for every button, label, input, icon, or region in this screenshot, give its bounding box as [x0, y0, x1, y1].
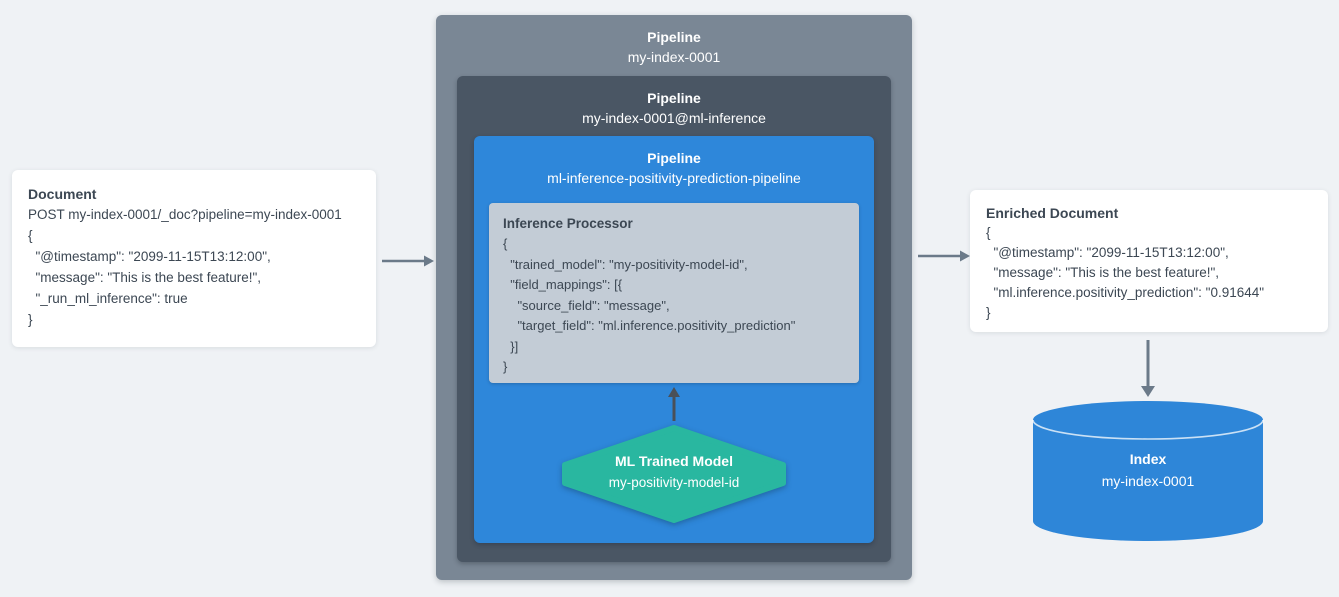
inference-processor-box: Inference Processor { "trained_model": "… — [489, 203, 859, 383]
pipeline-ml-name: ml-inference-positivity-prediction-pipel… — [547, 170, 801, 186]
pipeline-outer-header: Pipeline my-index-0001 — [436, 27, 912, 67]
arrow-right-icon — [382, 255, 434, 267]
ml-trained-model-label: ML Trained Model my-positivity-model-id — [562, 451, 786, 493]
processor-code-line: { — [503, 236, 508, 251]
pipeline-inner-box: Pipeline my-index-0001@ml-inference Pipe… — [457, 76, 891, 562]
hexagon-shape — [562, 425, 786, 523]
arrow-up-icon — [668, 387, 680, 421]
document-code-line: { — [28, 228, 33, 243]
enriched-code-line: "@timestamp": "2099-11-15T13:12:00", — [986, 245, 1229, 260]
document-card: Document POST my-index-0001/_doc?pipelin… — [12, 170, 376, 347]
processor-code-line: "field_mappings": [{ — [503, 277, 623, 292]
document-code-line: POST my-index-0001/_doc?pipeline=my-inde… — [28, 207, 342, 222]
index-node — [1032, 400, 1264, 542]
arrow-down-icon — [1141, 340, 1155, 397]
enriched-code-line: { — [986, 225, 991, 240]
index-name: my-index-0001 — [1101, 473, 1195, 489]
ml-trained-model-title: ML Trained Model — [615, 453, 733, 469]
pipeline-outer-name: my-index-0001 — [627, 49, 721, 65]
index-title: Index — [1129, 451, 1167, 467]
inference-processor-title: Inference Processor — [503, 216, 633, 231]
pipeline-inner-header: Pipeline my-index-0001@ml-inference — [457, 88, 891, 128]
ml-trained-model-node: ML Trained Model my-positivity-model-id — [562, 425, 786, 523]
document-code-line: "@timestamp": "2099-11-15T13:12:00", — [28, 249, 271, 264]
index-label: Index my-index-0001 — [1032, 448, 1264, 492]
enriched-document-title: Enriched Document — [986, 205, 1119, 221]
enriched-document-card: Enriched Document { "@timestamp": "2099-… — [970, 190, 1328, 332]
enriched-code-line: "message": "This is the best feature!", — [986, 265, 1220, 280]
document-code-line: } — [28, 312, 33, 327]
processor-code-line: }] — [503, 338, 519, 354]
pipeline-ml-box: Pipeline ml-inference-positivity-predict… — [474, 136, 874, 543]
processor-code-line: "target_field": "ml.inference.positivity… — [503, 318, 796, 333]
pipeline-inner-name: my-index-0001@ml-inference — [582, 110, 766, 126]
pipeline-outer-box: Pipeline my-index-0001 Pipeline my-index… — [436, 15, 912, 580]
pipeline-ml-header: Pipeline ml-inference-positivity-predict… — [474, 148, 874, 188]
processor-code-line: } — [503, 359, 508, 374]
ml-trained-model-name: my-positivity-model-id — [608, 475, 740, 490]
processor-code-line: "trained_model": "my-positivity-model-id… — [503, 256, 748, 272]
document-card-title: Document — [28, 186, 97, 202]
database-cylinder-icon — [1032, 401, 1264, 541]
pipeline-ml-title: Pipeline — [647, 150, 701, 166]
pipeline-inner-title: Pipeline — [647, 90, 701, 106]
processor-code-line: "source_field": "message", — [503, 297, 670, 313]
arrow-right-icon — [918, 250, 970, 262]
enriched-code-line: "ml.inference.positivity_prediction": "0… — [986, 285, 1265, 300]
document-code-line: "_run_ml_inference": true — [28, 291, 188, 306]
pipeline-outer-title: Pipeline — [647, 29, 701, 45]
enriched-code-line: } — [986, 305, 991, 320]
document-code-line: "message": "This is the best feature!", — [28, 270, 262, 285]
